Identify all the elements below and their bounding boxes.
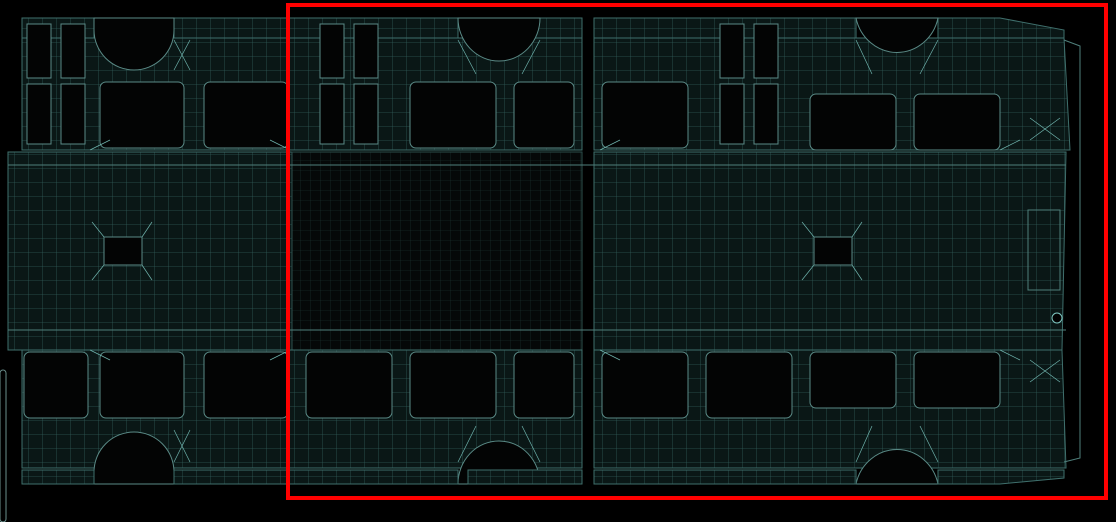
slot (319, 23, 345, 79)
uv-island-bottom-strip-2 (467, 469, 583, 485)
wheel-arch-top-1 (93, 17, 175, 71)
square-hole (103, 236, 143, 266)
pivot-point-icon[interactable] (1051, 312, 1063, 324)
slot (353, 83, 379, 145)
uv-island-bottom-strip-0 (21, 469, 95, 485)
window-hole (99, 351, 185, 419)
window-hole (601, 81, 689, 149)
uv-island-top-strip-1 (173, 17, 459, 39)
slot (719, 23, 745, 79)
window-hole (409, 351, 497, 419)
slot (719, 83, 745, 145)
slot (319, 83, 345, 145)
window-hole (99, 81, 185, 149)
window-hole (601, 351, 689, 419)
mesh-fans (89, 39, 1061, 463)
slot (26, 83, 52, 145)
uv-island-center-mid (291, 151, 583, 351)
window-hole (513, 351, 575, 419)
uv-island-top-strip-4 (937, 17, 1065, 39)
wheel-arch-top-3 (855, 17, 939, 53)
uv-island-bottom-strip-4 (937, 469, 1065, 485)
slot (60, 23, 86, 79)
wheel-arch-bottom-3 (855, 449, 939, 485)
window-hole (23, 351, 89, 419)
scroll-handle[interactable] (0, 369, 7, 522)
window-hole (409, 81, 497, 149)
window-hole (809, 93, 897, 151)
square-hole (813, 236, 853, 266)
center-band (7, 151, 1067, 351)
upper-structure (21, 17, 1071, 151)
wheel-arch-top-2 (457, 17, 541, 62)
slot (60, 83, 86, 145)
end-plate (1027, 209, 1061, 291)
lower-structure (21, 349, 1067, 485)
selection-rectangle[interactable] (286, 3, 1108, 500)
slot (353, 23, 379, 79)
window-hole (913, 351, 1001, 409)
wheel-arch-bottom-1 (93, 431, 175, 485)
uv-island-bottom-strip-1 (173, 469, 459, 485)
uv-island-center-left (7, 151, 293, 351)
slot (753, 23, 779, 79)
window-hole (809, 351, 897, 409)
bottom-strips (0, 39, 1081, 522)
window-hole (705, 351, 793, 419)
uv-island-bottom-strip-3 (593, 469, 857, 485)
window-hole (513, 81, 575, 149)
window-hole (305, 351, 393, 419)
window-hole (203, 351, 289, 419)
slot (753, 83, 779, 145)
slot (26, 23, 52, 79)
side-edge-strip (1063, 39, 1081, 463)
window-hole (913, 93, 1001, 151)
window-hole (203, 81, 289, 149)
